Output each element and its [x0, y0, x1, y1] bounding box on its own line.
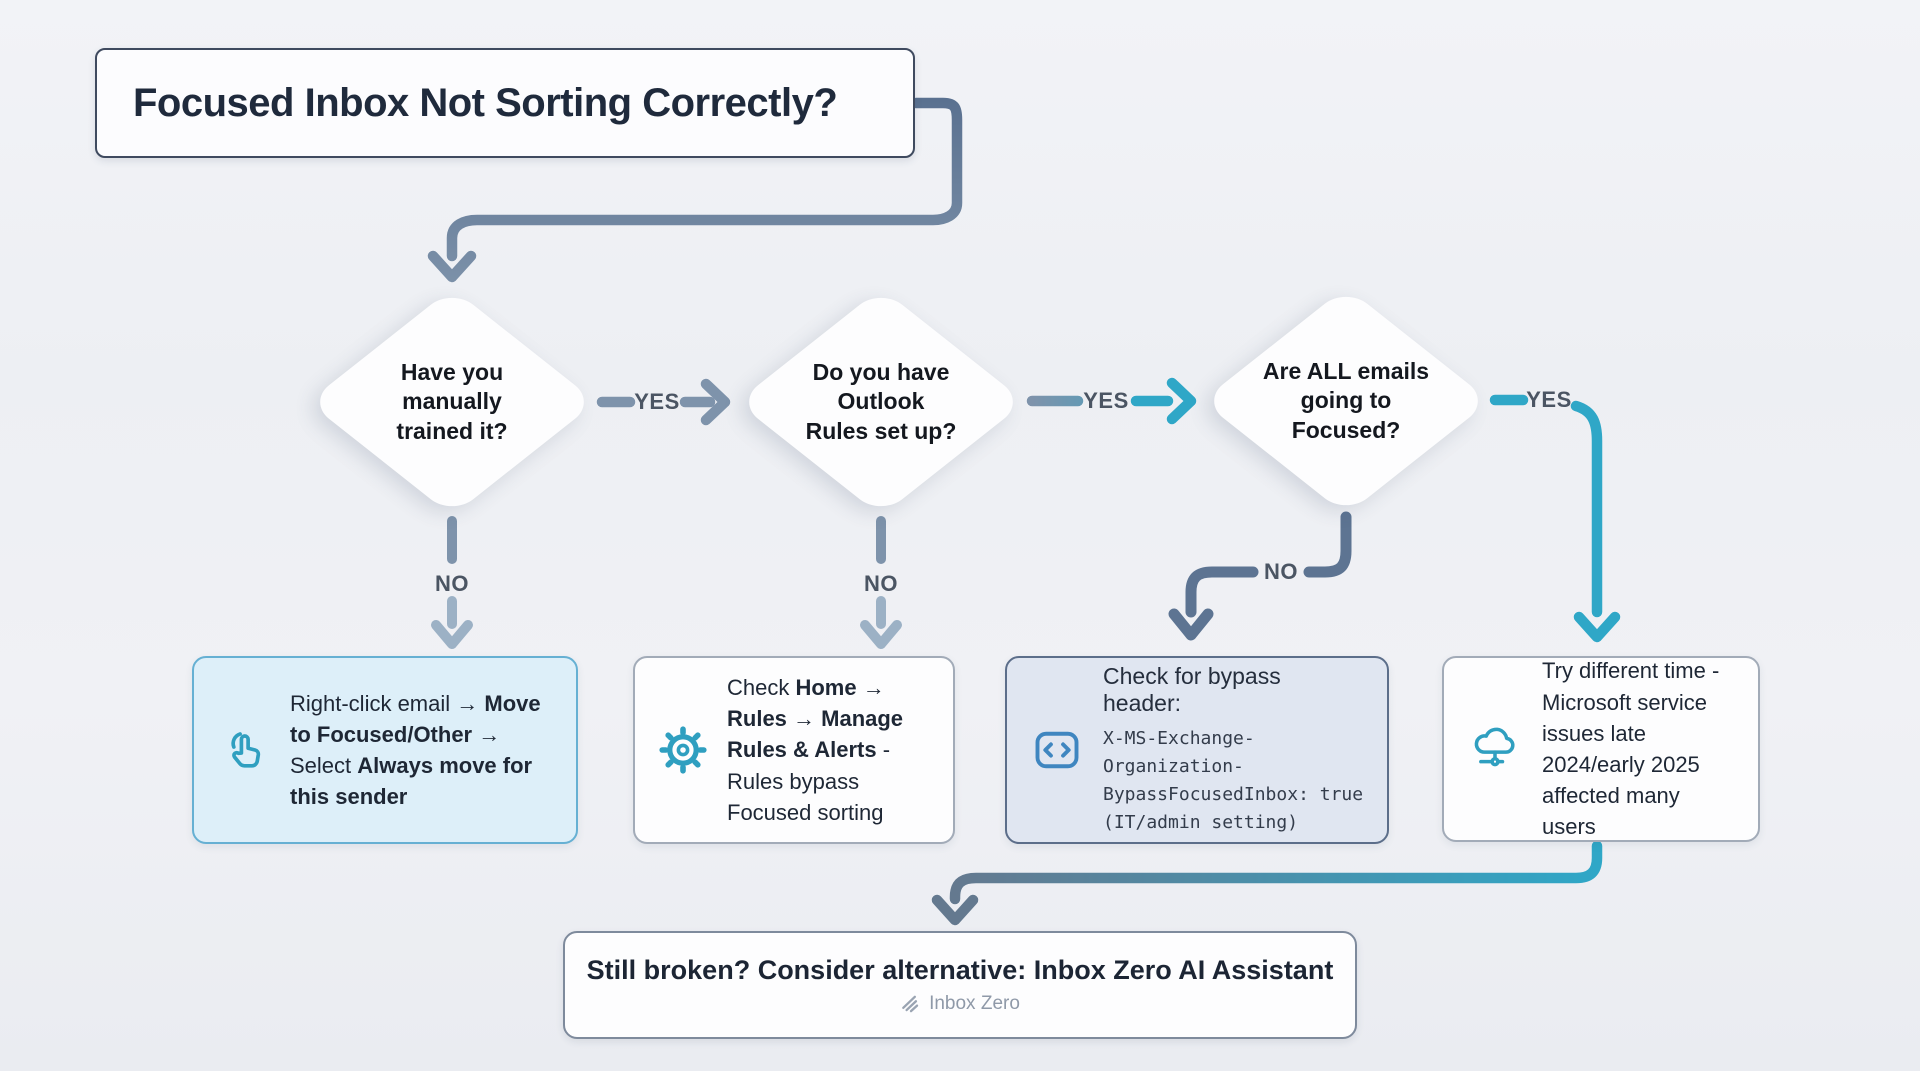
label-yes-3: YES — [1526, 387, 1572, 412]
cloud-icon — [1474, 727, 1515, 767]
page-title: Focused Inbox Not Sorting Correctly? — [133, 80, 838, 125]
decision-all-focused-question: Are ALL emails going to Focused? — [1262, 357, 1430, 443]
action-bypass-heading: Check for bypass header: — [1103, 663, 1281, 717]
label-yes-1: YES — [634, 389, 680, 414]
action-box-service[interactable]: Try different time - Microsoft service i… — [1442, 656, 1760, 842]
arrow-trained-no — [431, 516, 473, 649]
decision-rules-question: Do you have Outlook Rules set up? — [805, 358, 957, 444]
arrow-allfocused-yes — [1489, 394, 1621, 643]
inbox-zero-label: Inbox Zero — [929, 993, 1020, 1014]
decision-all-focused[interactable]: Are ALL emails going to Focused? — [1199, 285, 1493, 517]
arrow-allfocused-no — [1168, 511, 1352, 641]
label-yes-2: YES — [1083, 388, 1129, 413]
action-box-bypass[interactable]: Check for bypass header: X-MS-Exchange-O… — [1005, 656, 1389, 844]
action-bypass-code: X-MS-Exchange-Organization- BypassFocuse… — [1103, 728, 1364, 833]
action-bypass-text: Check for bypass header: X-MS-Exchange-O… — [1103, 663, 1365, 837]
arrow-service-to-footer — [931, 840, 1603, 926]
label-no-2: NO — [864, 571, 898, 596]
tap-icon — [231, 732, 261, 768]
footer-message: Still broken? Consider alternative: Inbo… — [586, 955, 1334, 985]
code-icon — [1035, 731, 1079, 769]
action-train-text: Right-click email → Move to Focused/Othe… — [290, 690, 541, 810]
arrow-trained-yes — [596, 378, 731, 426]
label-no-1: NO — [435, 571, 469, 596]
arrow-rules-yes — [1026, 377, 1197, 425]
action-service-text: Try different time - Microsoft service i… — [1542, 658, 1720, 840]
title-box: Focused Inbox Not Sorting Correctly? — [95, 48, 915, 158]
decision-trained[interactable]: Have you manually trained it? — [305, 286, 599, 518]
label-no-3: NO — [1264, 559, 1298, 584]
arrow-rules-no — [860, 516, 902, 649]
footer-banner[interactable]: Still broken? Consider alternative: Inbo… — [563, 931, 1357, 1039]
action-box-train[interactable]: Right-click email → Move to Focused/Othe… — [192, 656, 578, 844]
inbox-zero-brand[interactable]: Inbox Zero — [900, 993, 1020, 1015]
decision-rules[interactable]: Do you have Outlook Rules set up? — [734, 286, 1028, 518]
arrow-title-to-trained — [427, 97, 963, 283]
decision-trained-question: Have you manually trained it? — [396, 358, 508, 444]
inbox-zero-logo-icon — [902, 995, 919, 1013]
action-box-rules[interactable]: Check Home → Rules → Manage Rules & Aler… — [633, 656, 955, 844]
action-rules-text: Check Home → Rules → Manage Rules & Aler… — [727, 674, 904, 825]
gear-icon — [659, 726, 707, 774]
